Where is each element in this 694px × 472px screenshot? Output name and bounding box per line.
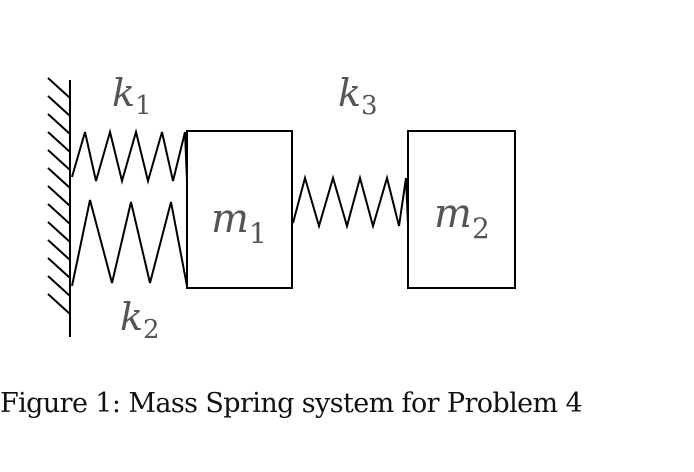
mass-spring-diagram: k1 k3 k2 m1 m2 — [47, 71, 516, 345]
label-k1: k1 — [112, 71, 152, 121]
label-m1: m1 — [211, 196, 267, 250]
spring-k1 — [71, 128, 188, 185]
mass-m2-block — [407, 130, 516, 289]
label-k3: k3 — [338, 71, 378, 121]
spring-k3 — [292, 174, 409, 230]
wall-hatching — [47, 77, 71, 315]
label-m2: m2 — [434, 191, 490, 245]
mass-m1-block — [186, 130, 293, 289]
spring-k2 — [71, 199, 188, 287]
figure-caption: Figure 1: Mass Spring system for Problem… — [0, 388, 583, 419]
fixed-wall — [47, 77, 71, 337]
label-k2: k2 — [120, 295, 160, 345]
